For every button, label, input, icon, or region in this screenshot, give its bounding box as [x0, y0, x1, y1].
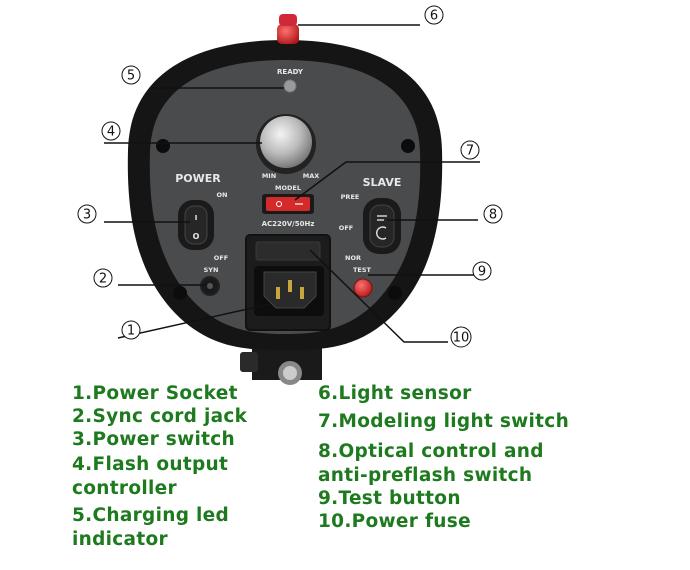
sync-cord-jack[interactable]	[200, 276, 220, 296]
optical-slave-switch[interactable]	[369, 204, 395, 248]
flash-output-knob[interactable]	[256, 114, 316, 174]
svg-text:3: 3	[83, 208, 91, 223]
callout-2: 2	[93, 268, 113, 288]
ready-led	[283, 79, 297, 93]
socket-pin-left	[276, 287, 280, 299]
svg-text:1: 1	[127, 324, 135, 339]
svg-text:6: 6	[430, 9, 438, 24]
legend-item-4-line2: controller	[72, 478, 177, 499]
leader-line-10	[309, 249, 448, 343]
legend-item-7: 7.Modeling light switch	[318, 411, 570, 432]
legend-item-1: 1.Power Socket	[72, 383, 238, 404]
legend-item-8-line2: anti-preflash switch	[318, 465, 533, 486]
legend-item-5-line2: indicator	[72, 529, 168, 550]
callout-6: 6	[424, 5, 444, 25]
power-fuse-holder[interactable]	[255, 241, 321, 261]
modeling-switch-dot	[276, 201, 282, 207]
svg-text:10: 10	[453, 331, 470, 346]
max-label: MAX	[303, 172, 320, 180]
screw	[401, 139, 415, 153]
pree-label: PREE	[341, 193, 360, 201]
legend-item-6: 6.Light sensor	[318, 383, 472, 404]
power-label: POWER	[175, 172, 221, 185]
legend-item-4-line1: 4.Flash output	[72, 454, 229, 475]
modeling-light-switch[interactable]	[266, 197, 310, 211]
light-sensor	[277, 14, 299, 44]
power-switch-i: I	[195, 214, 198, 222]
svg-text:2: 2	[99, 272, 107, 287]
callout-5: 5	[121, 65, 141, 85]
syn-label: SYN	[204, 266, 219, 274]
legend-item-9: 9.Test button	[318, 488, 461, 509]
off-label-left: OFF	[214, 254, 228, 262]
callout-8: 8	[483, 204, 503, 224]
test-button[interactable]	[353, 278, 373, 298]
svg-text:5: 5	[127, 69, 135, 84]
svg-text:8: 8	[489, 208, 497, 223]
nor-label: NOR	[345, 254, 361, 262]
power-switch[interactable]: I O	[184, 205, 208, 245]
callout-4: 4	[101, 121, 121, 141]
callout-10: 10	[450, 326, 472, 348]
screw	[156, 139, 170, 153]
slave-label: SLAVE	[363, 176, 402, 189]
legend-item-8-line1: 8.Optical control and	[318, 441, 544, 462]
svg-text:7: 7	[466, 144, 474, 159]
model-label: MODEL	[275, 184, 301, 192]
leader-line-1	[117, 303, 271, 339]
socket-pin-center	[288, 280, 292, 292]
socket-pin-right	[300, 287, 304, 299]
callout-3: 3	[77, 204, 97, 224]
screw	[173, 286, 187, 300]
svg-text:4: 4	[107, 125, 115, 140]
screw	[388, 286, 402, 300]
min-label: MIN	[262, 172, 276, 180]
leader-line-7	[294, 161, 480, 201]
power-switch-o: O	[193, 232, 200, 241]
voltage-label: AC220V/50Hz	[262, 220, 315, 228]
callout-9: 9	[472, 261, 492, 281]
legend-item-2: 2.Sync cord jack	[72, 406, 248, 427]
legend-item-10: 10.Power fuse	[318, 511, 471, 532]
off-label-right: OFF	[339, 224, 353, 232]
legend-item-5-line1: 5.Charging led	[72, 505, 230, 526]
test-label: TEST	[353, 266, 372, 274]
on-label: ON	[217, 191, 228, 199]
svg-text:9: 9	[478, 265, 486, 280]
legend-item-3: 3.Power switch	[72, 429, 235, 450]
callout-1: 1	[121, 320, 141, 340]
callout-7: 7	[460, 140, 480, 160]
ready-label: READY	[277, 68, 304, 76]
